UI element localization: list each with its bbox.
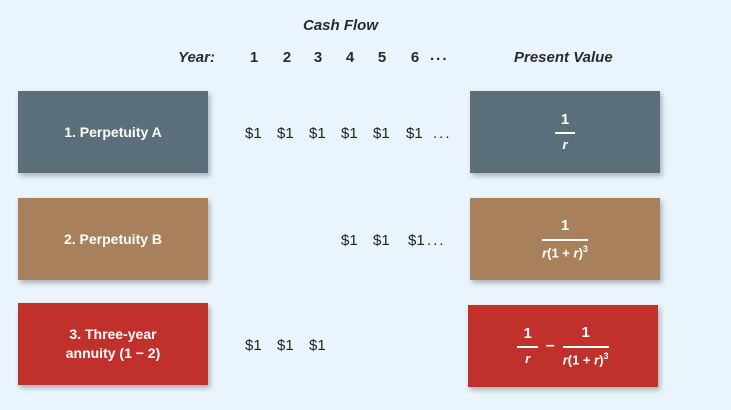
den-close: ) <box>599 352 604 368</box>
annuity-label-line1: 3. Three-year <box>69 326 157 343</box>
perpetuity-b-cf-5: $1 <box>373 232 390 249</box>
year-4: 4 <box>345 49 355 66</box>
annuity-label-box: 3. Three-year annuity (1 − 2) <box>18 303 208 385</box>
perpetuity-a-cf-1: $1 <box>245 125 262 142</box>
perpetuity-b-label-box: 2. Perpetuity B <box>18 198 208 280</box>
year-1: 1 <box>249 49 259 66</box>
perpetuity-b-pv-fraction: 1 r(1 + r)3 <box>542 216 588 261</box>
year-6: 6 <box>410 49 420 66</box>
perpetuity-a-cf-6: $1 <box>406 125 423 142</box>
rate-symbol: r <box>573 245 579 261</box>
rate-symbol: r <box>562 137 568 153</box>
pv-numerator: 1 <box>523 325 532 343</box>
annuity-pv-fraction-1: 1 r <box>517 324 538 368</box>
rate-symbol: r <box>562 352 568 368</box>
den-open: (1 + <box>547 245 574 261</box>
exponent: 3 <box>582 243 588 254</box>
year-3: 3 <box>313 49 323 66</box>
annuity-cf-2: $1 <box>277 337 294 354</box>
annuity-label-line2: annuity (1 − 2) <box>65 345 161 361</box>
perpetuity-b-pv-box: 1 r(1 + r)3 <box>470 198 660 280</box>
perpetuity-b-label: 2. Perpetuity B <box>63 230 163 247</box>
perpetuity-a-ellipsis: ... <box>433 125 452 142</box>
rate-symbol: r <box>542 245 548 261</box>
exponent: 3 <box>603 350 609 361</box>
annuity-cf-1: $1 <box>245 337 262 354</box>
pv-denominator: r(1 + r)3 <box>542 241 588 262</box>
perpetuity-a-cf-4: $1 <box>341 125 358 142</box>
perpetuity-b-cf-4: $1 <box>341 232 358 249</box>
fraction-bar <box>562 345 609 348</box>
fraction-bar <box>517 346 538 349</box>
year-5: 5 <box>377 49 387 66</box>
den-close: ) <box>578 245 583 261</box>
annuity-pv-box: 1 r – 1 r(1 + r)3 <box>468 305 658 387</box>
perpetuity-a-pv-box: 1 r <box>470 91 660 173</box>
perpetuity-a-pv-fraction: 1 r <box>554 110 576 154</box>
year-label: Year: <box>178 49 215 66</box>
annuity-label: 3. Three-year annuity (1 − 2) <box>66 325 161 363</box>
annuity-pv-fraction-2: 1 r(1 + r)3 <box>562 323 609 369</box>
minus-sign: – <box>545 337 555 355</box>
perpetuity-a-cf-5: $1 <box>373 125 390 142</box>
pv-denominator: r(1 + r)3 <box>563 348 609 369</box>
den-open: (1 + <box>567 352 595 368</box>
year-2: 2 <box>282 49 292 66</box>
present-value-heading: Present Value <box>514 49 613 66</box>
fraction-bar <box>554 132 576 135</box>
rate-symbol: r <box>525 351 531 367</box>
perpetuity-a-cf-3: $1 <box>309 125 326 142</box>
perpetuity-b-ellipsis: ... <box>427 232 446 249</box>
pv-numerator: 1 <box>560 217 570 235</box>
annuity-cf-3: $1 <box>309 337 326 354</box>
perpetuity-b-cf-6: $1 <box>408 232 425 249</box>
pv-numerator: 1 <box>581 324 590 342</box>
fraction-bar <box>542 238 588 241</box>
perpetuity-a-label: 1. Perpetuity A <box>64 123 162 140</box>
perpetuity-a-cf-2: $1 <box>277 125 294 142</box>
rate-symbol: r <box>594 352 600 368</box>
pv-denominator: r <box>562 134 567 154</box>
year-ellipsis: ... <box>430 47 449 64</box>
cash-flow-heading: Cash Flow <box>303 17 379 34</box>
perpetuity-a-label-box: 1. Perpetuity A <box>18 91 208 173</box>
pv-numerator: 1 <box>560 111 570 129</box>
pv-denominator: r <box>525 348 530 368</box>
